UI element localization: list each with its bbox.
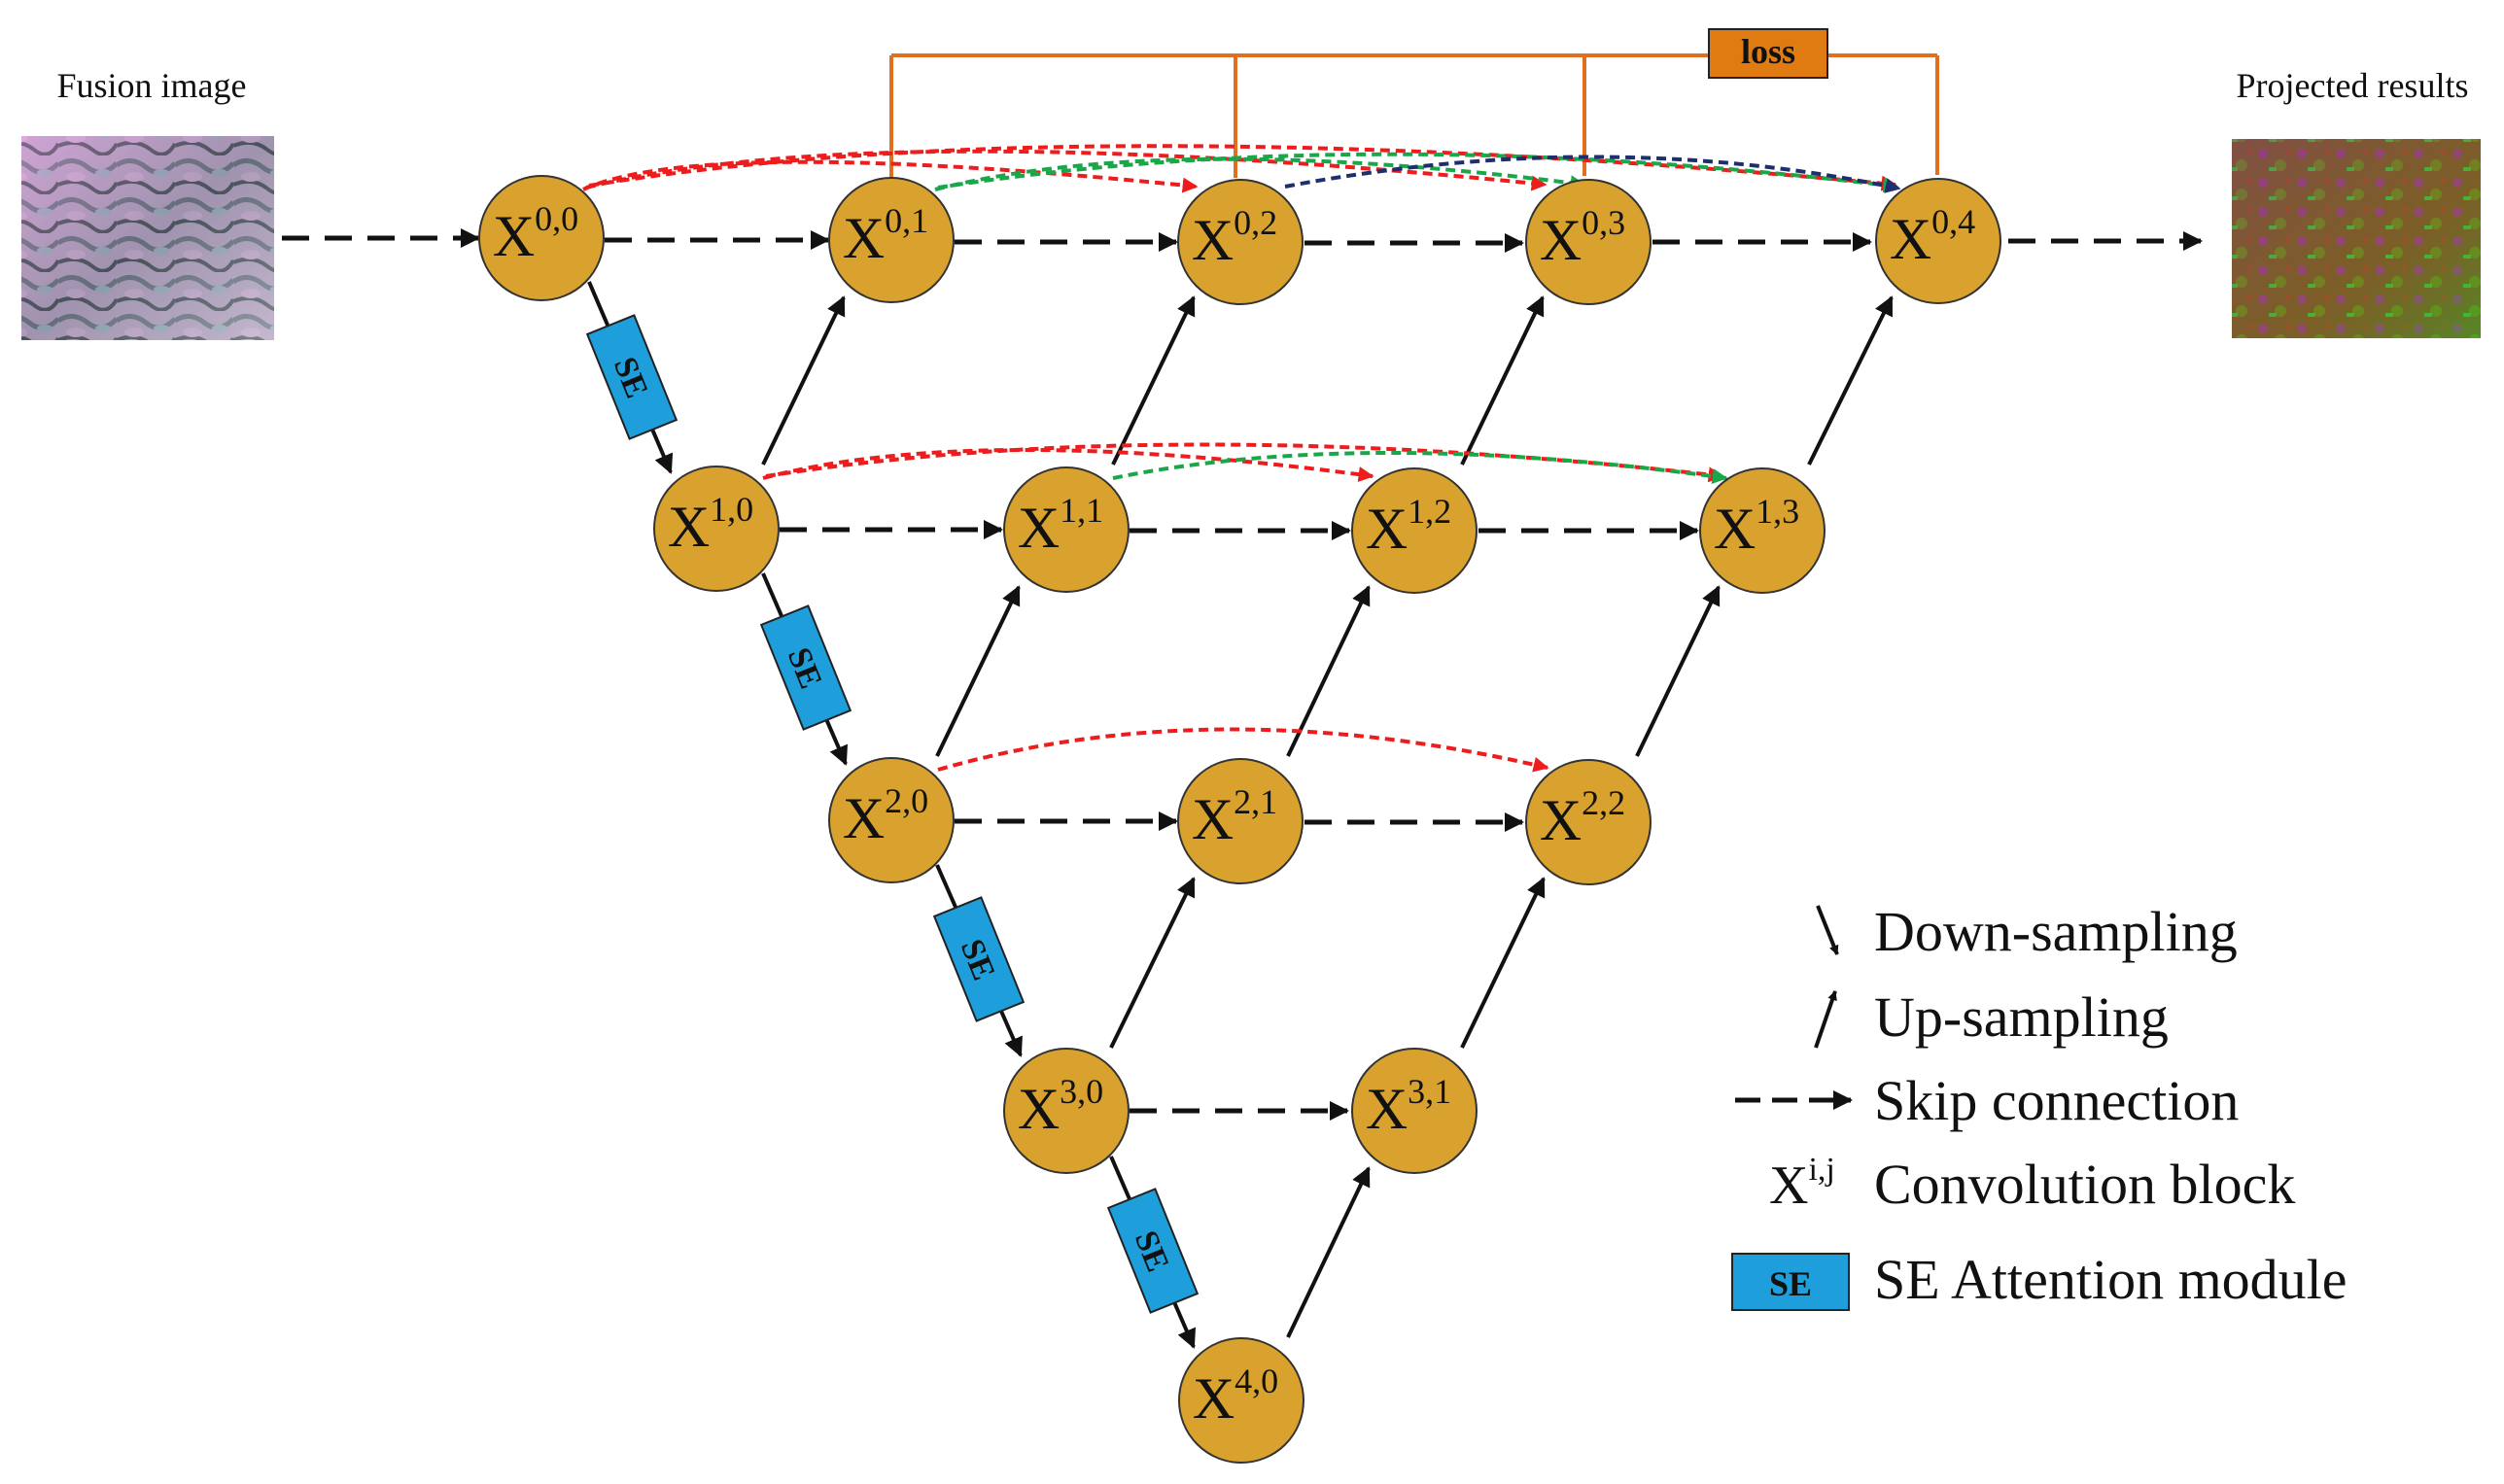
- node-sup: 2,0: [885, 781, 928, 820]
- node-sup: 1,2: [1408, 492, 1451, 531]
- svg-text:X1,0: X1,0: [668, 490, 753, 559]
- node-0-4: X0,4: [1875, 178, 2001, 304]
- svg-text:X1,1: X1,1: [1018, 491, 1103, 560]
- node-base: X: [843, 206, 885, 270]
- svg-text:X2,1: X2,1: [1192, 782, 1277, 851]
- node-base: X: [1018, 1077, 1060, 1141]
- node-base: X: [1192, 208, 1234, 272]
- loss-box: loss: [1708, 28, 1828, 79]
- node-base: X: [1540, 788, 1582, 852]
- svg-text:X1,2: X1,2: [1366, 492, 1451, 561]
- svg-text:X2,0: X2,0: [843, 781, 928, 850]
- legend-down-sampling-label: Down-sampling: [1874, 900, 2238, 963]
- skip-connections: [282, 228, 2203, 1121]
- output-image-label: Projected results: [2237, 66, 2469, 105]
- svg-text:X0,2: X0,2: [1192, 203, 1277, 272]
- node-1-0: X1,0: [653, 466, 780, 592]
- svg-text:X0,3: X0,3: [1540, 203, 1625, 272]
- legend-se-attention-label: SE Attention module: [1874, 1248, 2348, 1311]
- legend-skip-connection: Skip connection: [1735, 1069, 2239, 1132]
- node-sup: 2,1: [1234, 782, 1277, 821]
- node-0-1: X0,1: [828, 177, 955, 303]
- node-sup: 3,1: [1408, 1072, 1451, 1111]
- node-sup: 0,1: [885, 201, 928, 240]
- node-sup: 2,2: [1582, 783, 1625, 822]
- legend-down-sampling: Down-sampling: [1816, 900, 2238, 963]
- node-1-3: X1,3: [1699, 467, 1826, 594]
- se-module-1: SE: [759, 604, 852, 731]
- svg-text:X3,0: X3,0: [1018, 1072, 1103, 1141]
- svg-text:X3,1: X3,1: [1366, 1072, 1451, 1141]
- se-module-0: SE: [585, 314, 678, 440]
- legend-se-attention: SE SE Attention module: [1731, 1248, 2348, 1311]
- node-base: X: [1193, 1366, 1235, 1431]
- legend-conv-symbol-sup: i,j: [1808, 1152, 1834, 1188]
- loss-label: loss: [1741, 32, 1795, 71]
- node-base: X: [1018, 496, 1060, 560]
- svg-text:X0,1: X0,1: [843, 201, 928, 270]
- node-1-2: X1,2: [1351, 467, 1478, 594]
- node-sup: 0,4: [1931, 202, 1975, 241]
- node-0-2: X0,2: [1177, 179, 1304, 305]
- node-1-1: X1,1: [1003, 466, 1130, 593]
- legend-up-sampling: Up-sampling: [1814, 985, 2169, 1049]
- node-base: X: [1540, 208, 1582, 272]
- node-sup: 4,0: [1235, 1362, 1278, 1400]
- svg-text:X0,4: X0,4: [1890, 202, 1975, 271]
- node-sup: 1,0: [710, 490, 753, 529]
- node-4-0: X4,0: [1178, 1337, 1304, 1464]
- legend-up-sampling-label: Up-sampling: [1874, 985, 2169, 1049]
- node-base: X: [493, 204, 535, 268]
- node-sup: 0,2: [1234, 203, 1277, 242]
- node-0-0: X0,0: [478, 175, 605, 301]
- node-sup: 1,3: [1756, 492, 1799, 531]
- up-sampling-arrows: [761, 295, 1894, 1338]
- projected-results-image: [2232, 139, 2481, 338]
- svg-text:X2,2: X2,2: [1540, 783, 1625, 852]
- legend-conv-symbol-base: X: [1769, 1156, 1808, 1216]
- node-base: X: [668, 495, 710, 559]
- node-2-0: X2,0: [828, 757, 955, 883]
- node-0-3: X0,3: [1525, 179, 1652, 305]
- node-base: X: [1714, 497, 1756, 561]
- svg-text:X4,0: X4,0: [1193, 1362, 1278, 1431]
- node-base: X: [1366, 1077, 1408, 1141]
- node-sup: 3,0: [1060, 1072, 1103, 1111]
- node-base: X: [843, 786, 885, 850]
- node-3-0: X3,0: [1003, 1048, 1130, 1174]
- svg-text:X1,3: X1,3: [1714, 492, 1799, 561]
- input-image-label: Fusion image: [57, 66, 247, 105]
- se-module-2: SE: [932, 896, 1026, 1022]
- svg-text:X0,0: X0,0: [493, 199, 578, 268]
- node-sup: 1,1: [1060, 491, 1103, 530]
- node-2-1: X2,1: [1177, 758, 1304, 884]
- se-module-3: SE: [1106, 1188, 1200, 1314]
- legend-convolution-block-label: Convolution block: [1874, 1153, 2295, 1216]
- node-base: X: [1192, 787, 1234, 851]
- node-2-2: X2,2: [1525, 759, 1652, 885]
- node-base: X: [1366, 497, 1408, 561]
- fusion-image: [21, 136, 274, 340]
- node-sup: 0,0: [535, 199, 578, 238]
- legend: Down-sampling Up-sampling Skip connectio…: [1731, 900, 2348, 1311]
- node-base: X: [1890, 207, 1931, 271]
- dense-skip-arcs: [582, 144, 1901, 773]
- svg-text:Xi,j: Xi,j: [1769, 1152, 1835, 1216]
- legend-se-box-label: SE: [1769, 1264, 1812, 1303]
- legend-skip-connection-label: Skip connection: [1874, 1069, 2239, 1132]
- node-3-1: X3,1: [1351, 1048, 1478, 1174]
- legend-convolution-block: Xi,j Convolution block: [1769, 1152, 2295, 1216]
- node-sup: 0,3: [1582, 203, 1625, 242]
